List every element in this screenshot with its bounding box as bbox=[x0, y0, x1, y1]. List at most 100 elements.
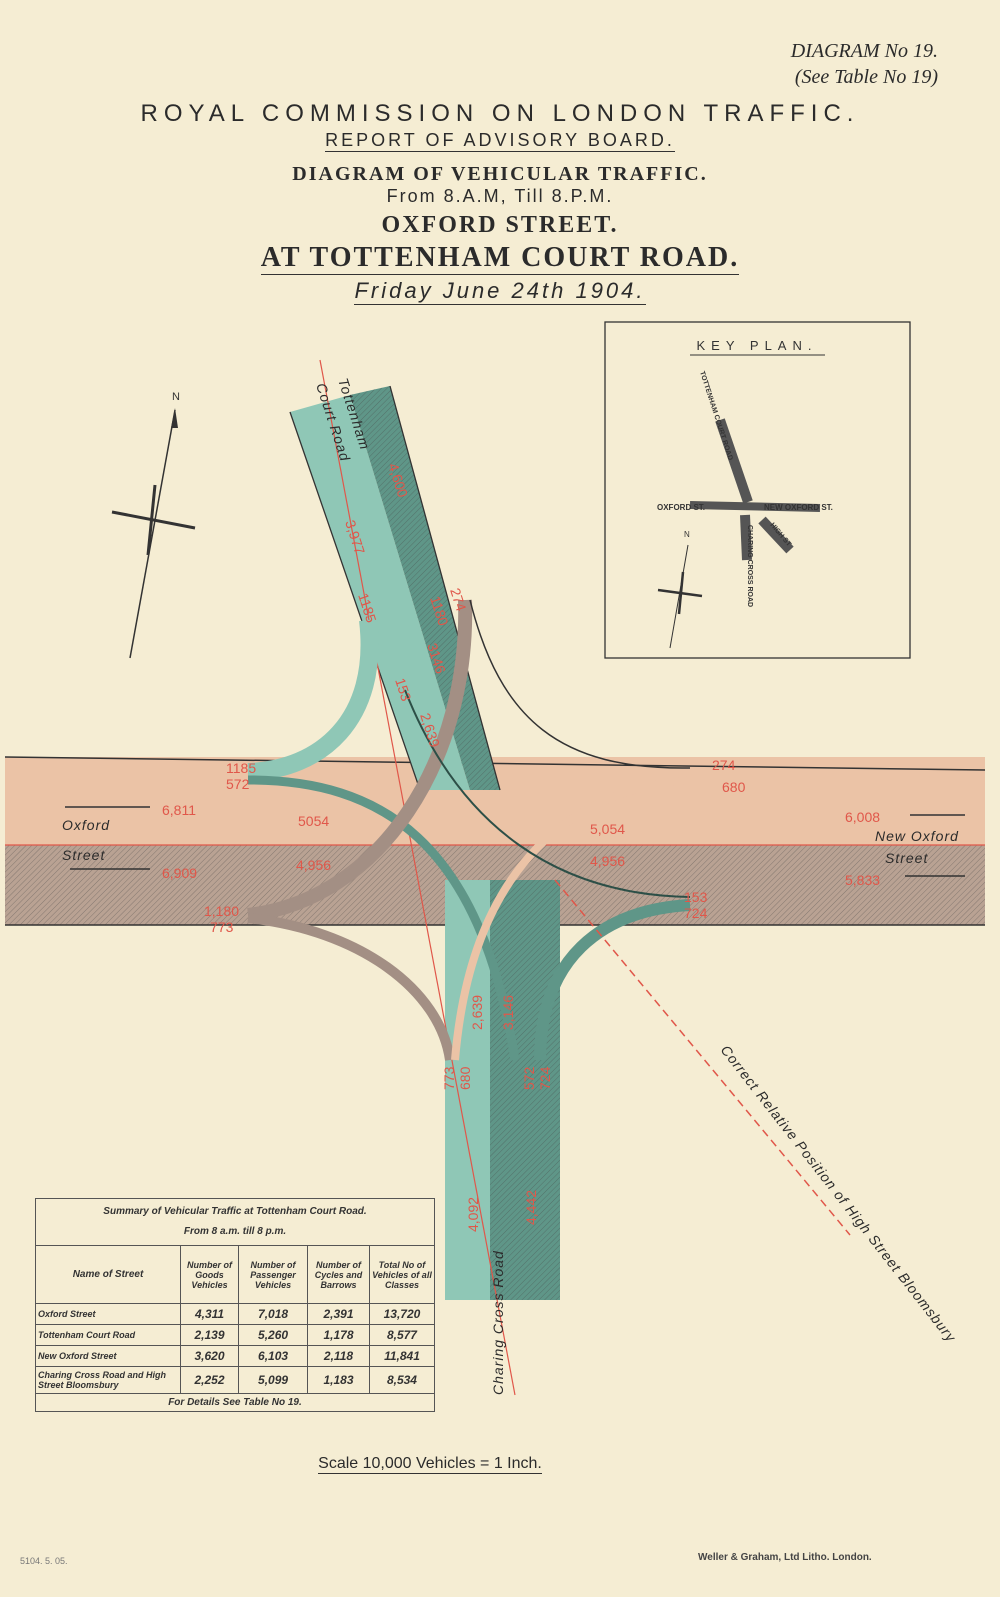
col-cycles: Number of Cycles and Barrows bbox=[307, 1245, 370, 1304]
key-plan-high-st bbox=[758, 516, 794, 554]
count-turn-724: 724 bbox=[684, 905, 708, 921]
hours: From 8.A.M, Till 8.P.M. bbox=[386, 186, 614, 206]
cell: 4,311 bbox=[179, 1303, 240, 1325]
subject-title: DIAGRAM OF VEHICULAR TRAFFIC. bbox=[292, 163, 708, 185]
key-plan-ccr-label: CHARING CROSS ROAD bbox=[746, 525, 753, 607]
col-total: Total No of Vehicles of all Classes bbox=[368, 1245, 436, 1304]
cell: 8,534 bbox=[368, 1366, 436, 1394]
count-new-oxford-west: 5,833 bbox=[845, 872, 880, 888]
cell: 2,139 bbox=[179, 1324, 240, 1346]
turn-tcr-to-ccr-curve bbox=[247, 599, 473, 922]
turn-oxford-to-ccr-west bbox=[247, 913, 455, 1061]
turn-ccr-to-new-oxford bbox=[534, 899, 691, 1061]
label-street-east: Street bbox=[885, 850, 928, 866]
key-plan-oxford-label: OXFORD ST. bbox=[657, 503, 705, 512]
date: Friday June 24th 1904. bbox=[0, 278, 1000, 305]
key-plan-oxford bbox=[689, 501, 821, 512]
cell: 2,391 bbox=[307, 1303, 370, 1325]
summary-footer: For Details See Table No 19. bbox=[35, 1393, 435, 1412]
label-new-oxford: New Oxford bbox=[875, 828, 959, 844]
count-turn-153: 153 bbox=[684, 889, 708, 905]
cell: 5,099 bbox=[238, 1366, 309, 1394]
count-oxford-west: 6,909 bbox=[162, 865, 197, 881]
count-turn-572: 572 bbox=[226, 776, 250, 792]
count-ccr-mid-b: 3,146 bbox=[500, 995, 516, 1030]
cell: 13,720 bbox=[368, 1303, 436, 1325]
count-new-oxford-mid-west: 4,956 bbox=[590, 853, 625, 869]
count-turn-680: 680 bbox=[722, 779, 746, 795]
location-text: AT TOTTENHAM COURT ROAD. bbox=[260, 242, 740, 275]
count-turn-274: 274 bbox=[712, 757, 736, 773]
count-new-oxford-mid-east: 5,054 bbox=[590, 821, 625, 837]
count-turn-1185: 1185 bbox=[226, 760, 256, 776]
count-turn-153-tcr: 153 bbox=[392, 676, 415, 703]
count-new-oxford-east: 6,008 bbox=[845, 809, 880, 825]
compass-north: N bbox=[172, 391, 180, 403]
cell: 5,260 bbox=[238, 1324, 309, 1346]
label-street-west: Street bbox=[62, 847, 105, 863]
count-turn-680-ccr: 680 bbox=[457, 1066, 473, 1090]
commission-title: ROYAL COMMISSION ON LONDON TRAFFIC. bbox=[140, 100, 860, 127]
key-plan-compass-icon: N bbox=[657, 530, 703, 649]
ccr-northbound-band bbox=[445, 880, 490, 1300]
count-turn-1180: 1,180 bbox=[204, 903, 239, 919]
count-oxford-mid-west: 4,956 bbox=[296, 857, 331, 873]
cell: 8,577 bbox=[368, 1324, 436, 1346]
label-charing-cross: Charing Cross Road bbox=[490, 1250, 506, 1395]
count-turn-572-ccr: 572 bbox=[521, 1066, 537, 1090]
count-turn-773: 773 bbox=[210, 919, 234, 935]
count-turn-724-ccr: 724 bbox=[537, 1066, 553, 1090]
cell: New Oxford Street bbox=[35, 1345, 181, 1367]
key-plan: KEY PLAN. TOTTENHAM COURT ROAD OXFORD ST… bbox=[604, 321, 911, 659]
count-turn-274-tcr: 274 bbox=[447, 586, 470, 613]
date-text: Friday June 24th 1904. bbox=[354, 278, 646, 305]
board-text: REPORT OF ADVISORY BOARD. bbox=[325, 130, 675, 152]
col-street: Name of Street bbox=[35, 1245, 181, 1304]
high-street-position-line bbox=[554, 879, 851, 1236]
street-title: OXFORD STREET. bbox=[381, 212, 619, 238]
oxford-edge-north bbox=[4, 756, 986, 771]
tcr-edge-west bbox=[289, 411, 421, 791]
key-plan-ccr bbox=[740, 514, 752, 561]
see-table-ref: (See Table No 19) bbox=[794, 66, 938, 88]
location-title: AT TOTTENHAM COURT ROAD. bbox=[0, 242, 1000, 275]
summary-title: Summary of Vehicular Traffic at Tottenha… bbox=[103, 1206, 367, 1217]
board-title: REPORT OF ADVISORY BOARD. bbox=[0, 130, 1000, 152]
scale-text: Scale 10,000 Vehicles = 1 Inch. bbox=[318, 1455, 542, 1474]
cell: Oxford Street bbox=[35, 1303, 181, 1325]
col-passenger: Number of Passenger Vehicles bbox=[238, 1245, 309, 1304]
col-goods: Number of Goods Vehicles bbox=[179, 1245, 240, 1304]
turn-tcr-to-new-oxford bbox=[469, 599, 691, 769]
ccr-southbound-hatch bbox=[490, 880, 560, 1300]
key-plan-new-oxford-label: NEW OXFORD ST. bbox=[764, 503, 833, 512]
cell: 2,252 bbox=[179, 1366, 240, 1394]
label-high-street: Correct Relative Position of High Street… bbox=[718, 1042, 960, 1345]
turn-new-oxford-to-oxford-westbound bbox=[404, 689, 691, 898]
key-plan-title: KEY PLAN. bbox=[697, 338, 818, 353]
count-oxford-east: 6,811 bbox=[162, 802, 196, 818]
cell: 3,620 bbox=[179, 1345, 240, 1367]
turn-oxford-to-ccr bbox=[247, 775, 520, 1061]
key-plan-tcr-label: TOTTENHAM COURT ROAD bbox=[698, 370, 733, 461]
print-code: 5104. 5. 05. bbox=[20, 1556, 68, 1566]
count-turn-773-ccr: 773 bbox=[441, 1066, 457, 1090]
key-plan-tcr bbox=[715, 418, 753, 504]
diagram-number-text: DIAGRAM No 19. bbox=[790, 40, 938, 62]
printer-credit: Weller & Graham, Ltd Litho. London. bbox=[698, 1552, 872, 1563]
cell: 11,841 bbox=[368, 1345, 436, 1367]
table-row: Charing Cross Road and High Street Bloom… bbox=[35, 1366, 436, 1394]
count-ccr-north: 4,092 bbox=[465, 1197, 481, 1232]
cell: 1,183 bbox=[307, 1366, 370, 1394]
summary-table: Summary of Vehicular Traffic at Tottenha… bbox=[35, 1198, 436, 1412]
count-ccr-mid-a: 2,639 bbox=[469, 995, 485, 1030]
compass-icon: N bbox=[111, 391, 196, 659]
key-plan-north: N bbox=[684, 530, 690, 539]
cell: Tottenham Court Road bbox=[35, 1324, 181, 1346]
tcr-northbound-band bbox=[290, 395, 470, 790]
cell: 6,103 bbox=[238, 1345, 309, 1367]
turn-new-oxford-to-ccr bbox=[451, 776, 691, 1061]
